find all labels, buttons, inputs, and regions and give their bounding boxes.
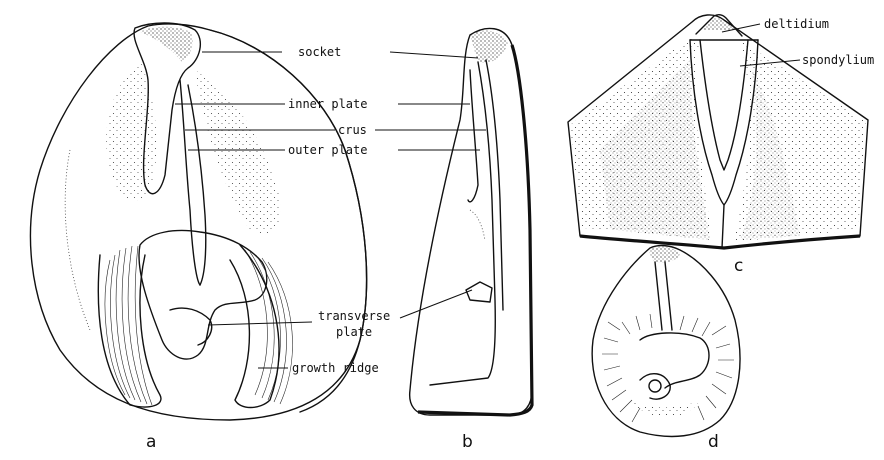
- label-growth-ridge: growth ridge: [292, 361, 379, 375]
- label-crus: crus: [338, 123, 367, 137]
- label-inner-plate: inner plate: [288, 97, 367, 111]
- label-socket: socket: [298, 45, 341, 59]
- leader-transverse-plate-b: [400, 290, 472, 318]
- panel-b-drawing: [410, 28, 532, 415]
- panel-d-drawing: [592, 246, 740, 437]
- panel-letter-c: c: [734, 256, 743, 276]
- label-spondylium: spondylium: [802, 53, 874, 67]
- panel-c-drawing: [568, 15, 868, 248]
- leader-transverse-plate-a: [208, 322, 312, 325]
- label-outer-plate: outer plate: [288, 143, 367, 157]
- label-deltidium: deltidium: [764, 17, 829, 31]
- label-transverse-plate-line1: transverse: [318, 309, 390, 323]
- panel-letter-a: a: [146, 432, 156, 452]
- panel-letter-d: d: [708, 432, 719, 452]
- panel-letter-b: b: [462, 432, 473, 452]
- label-transverse-plate-line2: plate: [336, 325, 372, 339]
